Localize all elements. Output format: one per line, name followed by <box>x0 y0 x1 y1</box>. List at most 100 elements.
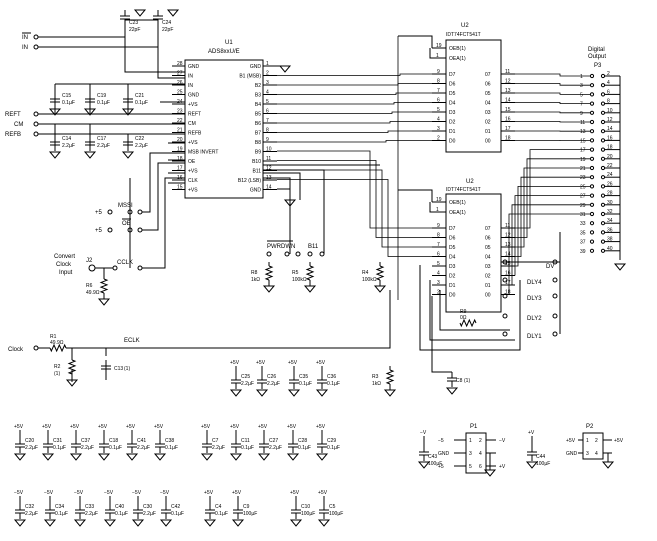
p3-pin-number-right: 40 <box>607 246 613 252</box>
bus-wire-u1-u2b <box>277 179 432 257</box>
resistor-value: 49.9Ω <box>50 340 64 346</box>
cap-ref: C32 <box>25 504 34 510</box>
cap-value: 0.1µF <box>299 381 312 387</box>
u1-pin-number: 23 <box>177 109 183 115</box>
p3-pin-right <box>600 248 606 253</box>
capacitor-c37 <box>71 438 81 453</box>
bus-wire-u2b-p3 <box>511 204 590 286</box>
clock-terminal[interactable] <box>33 345 39 351</box>
supply-label: +5V <box>290 490 300 496</box>
u1-pin-number: 15 <box>177 185 183 191</box>
u2-in-name: D0 <box>449 293 456 299</box>
dly-jumper-b <box>552 331 558 337</box>
b12-wire <box>263 172 301 200</box>
u1-pin-number: 2 <box>266 71 269 77</box>
ground-icon <box>200 453 214 461</box>
supply-label: −5V <box>14 490 24 496</box>
u2-out-number: 14 <box>505 252 511 258</box>
ground-icon <box>13 453 27 461</box>
p3-pin-right <box>600 193 606 198</box>
u2-out-number: 18 <box>505 136 511 142</box>
p3-pin-number-right: 4 <box>607 80 610 86</box>
p3-pin-left <box>589 248 595 253</box>
u2-out-number: 18 <box>505 290 511 296</box>
cap-value: 0.1µF <box>109 445 122 451</box>
u1-pin-number: 19 <box>177 147 183 153</box>
bus-wire-u2a-p3 <box>515 111 590 114</box>
capacitor-c43 <box>419 446 429 461</box>
capacitor-c7 <box>202 438 212 453</box>
u1-pin-name: B3 <box>255 93 261 99</box>
capacitor-c5 <box>319 504 329 519</box>
p3-pin-number-right: 8 <box>607 99 610 105</box>
cap-ref: C28 <box>298 438 307 444</box>
p3-pin-left <box>589 230 595 235</box>
u1-pin-name: +VS <box>188 169 198 175</box>
ground-icon <box>373 285 387 293</box>
resistor-value: 1kΩ <box>251 277 260 283</box>
p1-left-label: GND <box>438 451 450 457</box>
cap-ref: C8 <box>456 378 463 384</box>
b11-jumper-a <box>307 251 313 257</box>
cap-value: 100µF <box>243 511 257 517</box>
p1-pin-a: 3 <box>469 451 472 457</box>
cap-ref: C27 <box>269 438 278 444</box>
cap-value: 2.2µF <box>143 511 156 517</box>
u2-in-number: 5 <box>437 261 440 267</box>
resistor-r8 <box>264 265 274 281</box>
p3-pin-left <box>589 73 595 79</box>
u1-pin-name: REFB <box>188 131 202 137</box>
cap-value: 2.2µF <box>135 143 148 149</box>
ground-icon <box>229 453 243 461</box>
mssi-jumper-c <box>137 209 143 215</box>
capacitor-c24 <box>153 10 163 25</box>
u1-pin-number: 22 <box>177 118 183 124</box>
u2-enable-name: OEB(1) <box>449 46 466 52</box>
cap-value: 22pF <box>129 27 140 33</box>
oe-wire <box>142 162 185 231</box>
b11-jumper-b <box>319 251 325 257</box>
p3-pin-number-left: 5 <box>580 92 583 98</box>
pwrdwn-jumper-b <box>284 251 290 257</box>
p3-pin-number-left: 7 <box>580 102 583 108</box>
supply-label: +5V <box>70 424 80 430</box>
u2-enable-number: 1 <box>436 53 439 59</box>
capacitor-c38 <box>155 438 165 453</box>
resistor-ref: R8 <box>251 270 258 276</box>
u2-enable-number: 1 <box>436 207 439 213</box>
u1-part: ADS8xxU/E <box>208 49 240 55</box>
resistor-ref: R1 <box>50 334 57 340</box>
u2-in-name: D4 <box>449 101 456 107</box>
cap-value: 0.1µF <box>55 511 68 517</box>
capacitor-c8 <box>447 372 457 387</box>
capacitor-c19 <box>85 93 95 108</box>
p3-pin-number-left: 27 <box>580 194 586 200</box>
u1-pin-number: 25 <box>177 90 183 96</box>
bus-wire-u2b-p3 <box>515 158 590 238</box>
reft-label: REFT <box>5 112 21 118</box>
ground-icon <box>159 519 173 527</box>
cap-value: (1) <box>464 378 470 384</box>
capacitor-c32 <box>15 504 25 519</box>
ground-icon <box>131 519 145 527</box>
p3-pin-right <box>600 184 606 189</box>
p3-pin-number-left: 21 <box>580 166 586 172</box>
resistor-ref: R5 <box>292 270 299 276</box>
u1-pin-name: B4 <box>255 102 261 108</box>
u2-in-name: D1 <box>449 129 456 135</box>
bus-wire-u1-u2a <box>277 111 432 114</box>
j2-connector[interactable] <box>88 264 96 272</box>
u1-pin-name: GND <box>188 64 200 70</box>
u1-pin-name: IN <box>188 74 193 80</box>
u1-pin-name: CM <box>188 121 196 127</box>
u2-in-name: D6 <box>449 236 456 242</box>
p3-pin-number-right: 2 <box>607 71 610 77</box>
u2-out-name: 07 <box>485 72 491 78</box>
u1-pin-number: 3 <box>266 80 269 86</box>
u2b-body <box>445 193 502 313</box>
p3-pin-left <box>589 92 595 97</box>
